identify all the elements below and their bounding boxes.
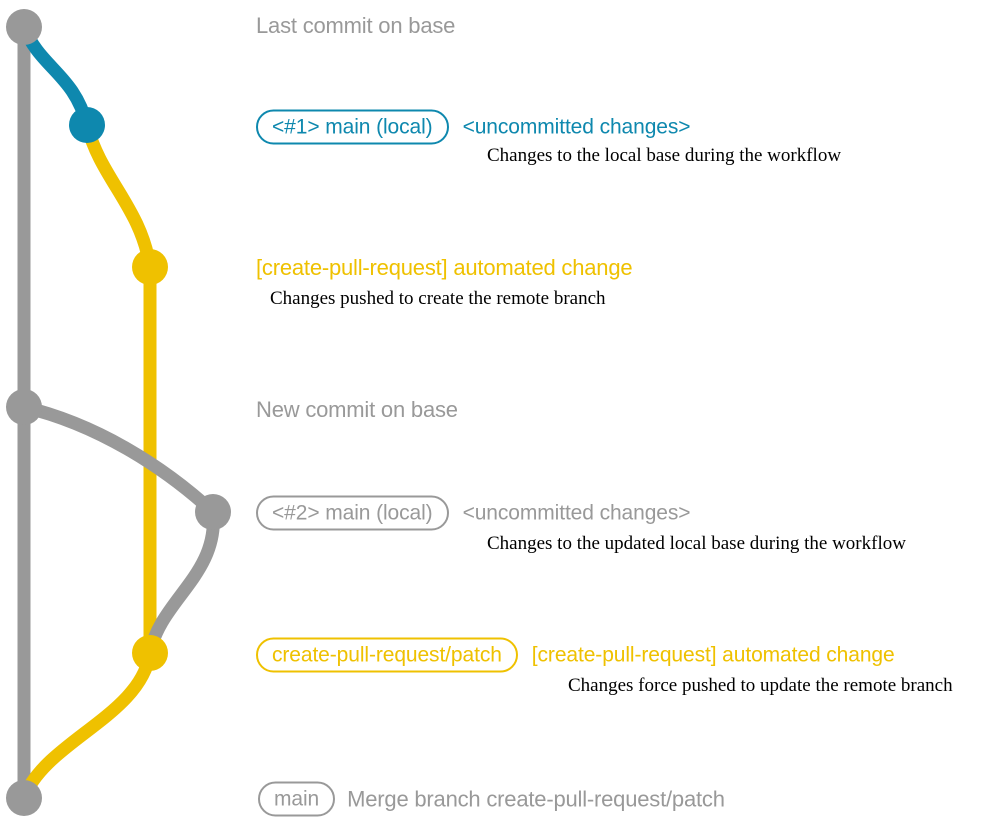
row-automated-change-1: [create-pull-request] automated change <box>256 255 633 281</box>
row-new-commit-on-base: New commit on base <box>256 397 458 423</box>
commit-node-base-last <box>6 9 42 45</box>
commit-node-patch-1 <box>132 249 168 285</box>
row-local-change-1: <#1> main (local) <uncommitted changes> <box>256 109 691 145</box>
branch-pill-patch[interactable]: create-pull-request/patch <box>256 637 518 673</box>
ref-label-uncommitted-1: <uncommitted changes> <box>462 115 691 138</box>
last-commit-headline: Last commit on base <box>256 13 456 38</box>
commit-node-local-2 <box>195 494 231 530</box>
local-to-patch-line <box>143 505 220 660</box>
description-automated-change-2: Changes force pushed to update the remot… <box>568 675 953 696</box>
ref-label-uncommitted-2: <uncommitted changes> <box>462 501 691 524</box>
commit-node-merge <box>6 780 42 816</box>
description-local-change-1: Changes to the local base during the wor… <box>487 145 842 166</box>
branch-pill-local-1[interactable]: <#1> main (local) <box>256 109 449 145</box>
description-local-change-2: Changes to the updated local base during… <box>487 533 906 554</box>
automated-change-headline-1: [create-pull-request] automated change <box>256 255 633 280</box>
row-local-change-2: <#2> main (local) <uncommitted changes> <box>256 495 691 531</box>
commit-node-local-1 <box>69 107 105 143</box>
commit-node-patch-2 <box>132 635 168 671</box>
patch-branch-line-1 <box>80 118 157 660</box>
branch-pill-local-2[interactable]: <#2> main (local) <box>256 495 449 531</box>
row-merge-branch: main Merge branch create-pull-request/pa… <box>258 781 725 817</box>
automated-change-headline-2: [create-pull-request] automated change <box>531 643 895 666</box>
merge-commit-message: Merge branch create-pull-request/patch <box>347 786 725 811</box>
description-automated-change-1: Changes pushed to create the remote bran… <box>270 288 606 309</box>
row-automated-change-2: create-pull-request/patch [create-pull-r… <box>256 637 895 673</box>
row-last-commit-on-base: Last commit on base <box>256 13 455 39</box>
local-branch-line-2 <box>17 400 220 519</box>
patch-merge-line <box>17 646 157 805</box>
new-commit-headline: New commit on base <box>256 397 458 422</box>
branch-pill-main[interactable]: main <box>258 781 336 817</box>
commit-node-base-new <box>6 389 42 425</box>
